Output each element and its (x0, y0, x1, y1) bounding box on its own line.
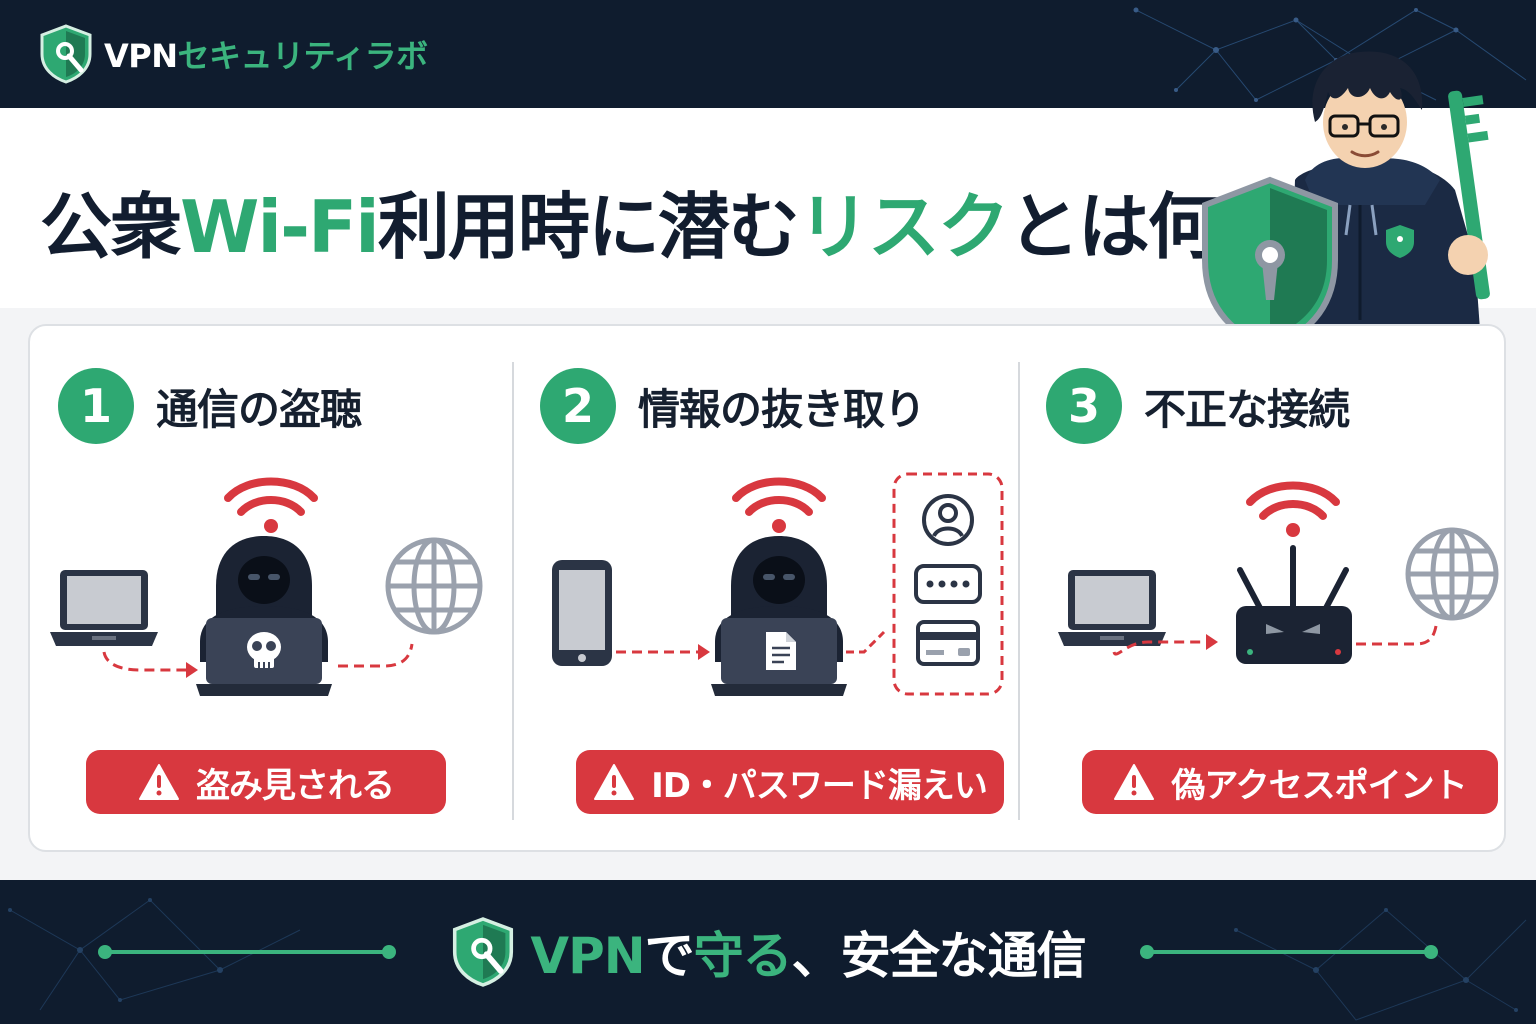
column-divider (1018, 362, 1020, 820)
risk-number-badge: 3 (1046, 368, 1122, 444)
risk-title: 通信の盗聴 (156, 384, 362, 434)
brand-logo[interactable]: VPNセキュリティラボ (38, 24, 428, 84)
warning-text: 盗み見される (196, 765, 395, 806)
risk-number-badge: 2 (540, 368, 616, 444)
shield-keyhole-icon (40, 24, 92, 84)
slogan-part-4: 、安全な通信 (791, 927, 1087, 985)
risk-header: 1 通信の盗聴 (58, 368, 362, 444)
risk-number-badge: 1 (58, 368, 134, 444)
slogan-part-2: で (644, 927, 695, 985)
laptop-icon (1058, 570, 1166, 646)
slogan-part-1: VPN (530, 927, 645, 985)
mascot-character (1202, 51, 1490, 350)
network-pattern (8, 898, 301, 1011)
decorative-line-right (1139, 945, 1438, 959)
wifi-signal-icon (1246, 481, 1340, 520)
globe-icon (1405, 527, 1499, 621)
risk-panel: 1 通信の盗聴 (28, 324, 1506, 852)
page-title: 公衆Wi-Fi利用時に潜むリスクとは何か? (40, 168, 1330, 273)
risk-card-rogue-access: 3 不正な接続 (1018, 326, 1506, 854)
title-part-3: 利用時に潜む (377, 185, 800, 269)
eavesdropping-illustration (50, 477, 483, 696)
password-dots-icon (914, 564, 982, 604)
slogan-part-3: 守る (693, 927, 793, 985)
character-face (1323, 76, 1407, 168)
credit-card-icon (916, 620, 980, 666)
hooded-hacker-icon (711, 536, 847, 696)
smartphone-icon (552, 560, 612, 666)
risk-header: 3 不正な接続 (1046, 368, 1350, 444)
brand-name: VPNセキュリティラボ (104, 31, 428, 77)
hoodie-hood (1305, 157, 1440, 205)
network-pattern (1234, 908, 1527, 1021)
wifi-signal-icon (732, 477, 826, 516)
wifi-signal-icon (224, 477, 318, 516)
risk-card-eavesdropping: 1 通信の盗聴 (30, 326, 512, 854)
warning-text: 偽アクセスポイント (1171, 765, 1467, 806)
risk-title: 不正な接続 (1144, 384, 1350, 434)
data-theft-illustration (552, 472, 1004, 696)
warning-badge: 偽アクセスポイント (1082, 750, 1498, 814)
globe-icon (385, 537, 483, 635)
risk-header: 2 情報の抜き取り (540, 368, 926, 444)
malicious-router-icon (1236, 545, 1352, 664)
slogan-row: VPNで守る、安全な通信 (0, 880, 1536, 1024)
brand-name-suffix: セキュリティラボ (177, 37, 429, 75)
warning-badge: 盗み見される (86, 750, 446, 814)
title-part-2: Wi-Fi (180, 185, 380, 269)
title-part-4: リスク (797, 185, 1010, 269)
decorative-line-left (98, 945, 397, 959)
risk-card-data-theft: 2 情報の抜き取り (512, 326, 1018, 854)
warning-badge: ID・パスワード漏えい (576, 750, 1004, 814)
warning-icon (594, 764, 635, 800)
warning-text: ID・パスワード漏えい (651, 765, 988, 806)
shield-keyhole-icon (453, 917, 514, 987)
slogan-text: VPNで守る、安全な通信 (530, 916, 1087, 988)
slogan-block: VPNで守る、安全な通信 (450, 916, 1087, 988)
top-bar: VPNセキュリティラボ (0, 0, 1536, 108)
rogue-access-illustration (1058, 481, 1499, 664)
warning-icon (1114, 764, 1155, 800)
hooded-hacker-icon (196, 536, 332, 696)
user-avatar-icon (922, 494, 974, 546)
risk-title: 情報の抜き取り (638, 384, 926, 434)
character-hand (1448, 235, 1488, 275)
bottom-bar: VPNで守る、安全な通信 (0, 880, 1536, 1024)
laptop-icon (50, 570, 158, 646)
skull-icon (247, 632, 281, 668)
document-icon (766, 632, 796, 670)
brand-name-prefix: VPN (104, 37, 178, 75)
title-part-1: 公衆 (40, 185, 182, 269)
column-divider (512, 362, 514, 820)
character-hair (1312, 51, 1423, 122)
warning-icon (139, 764, 179, 800)
